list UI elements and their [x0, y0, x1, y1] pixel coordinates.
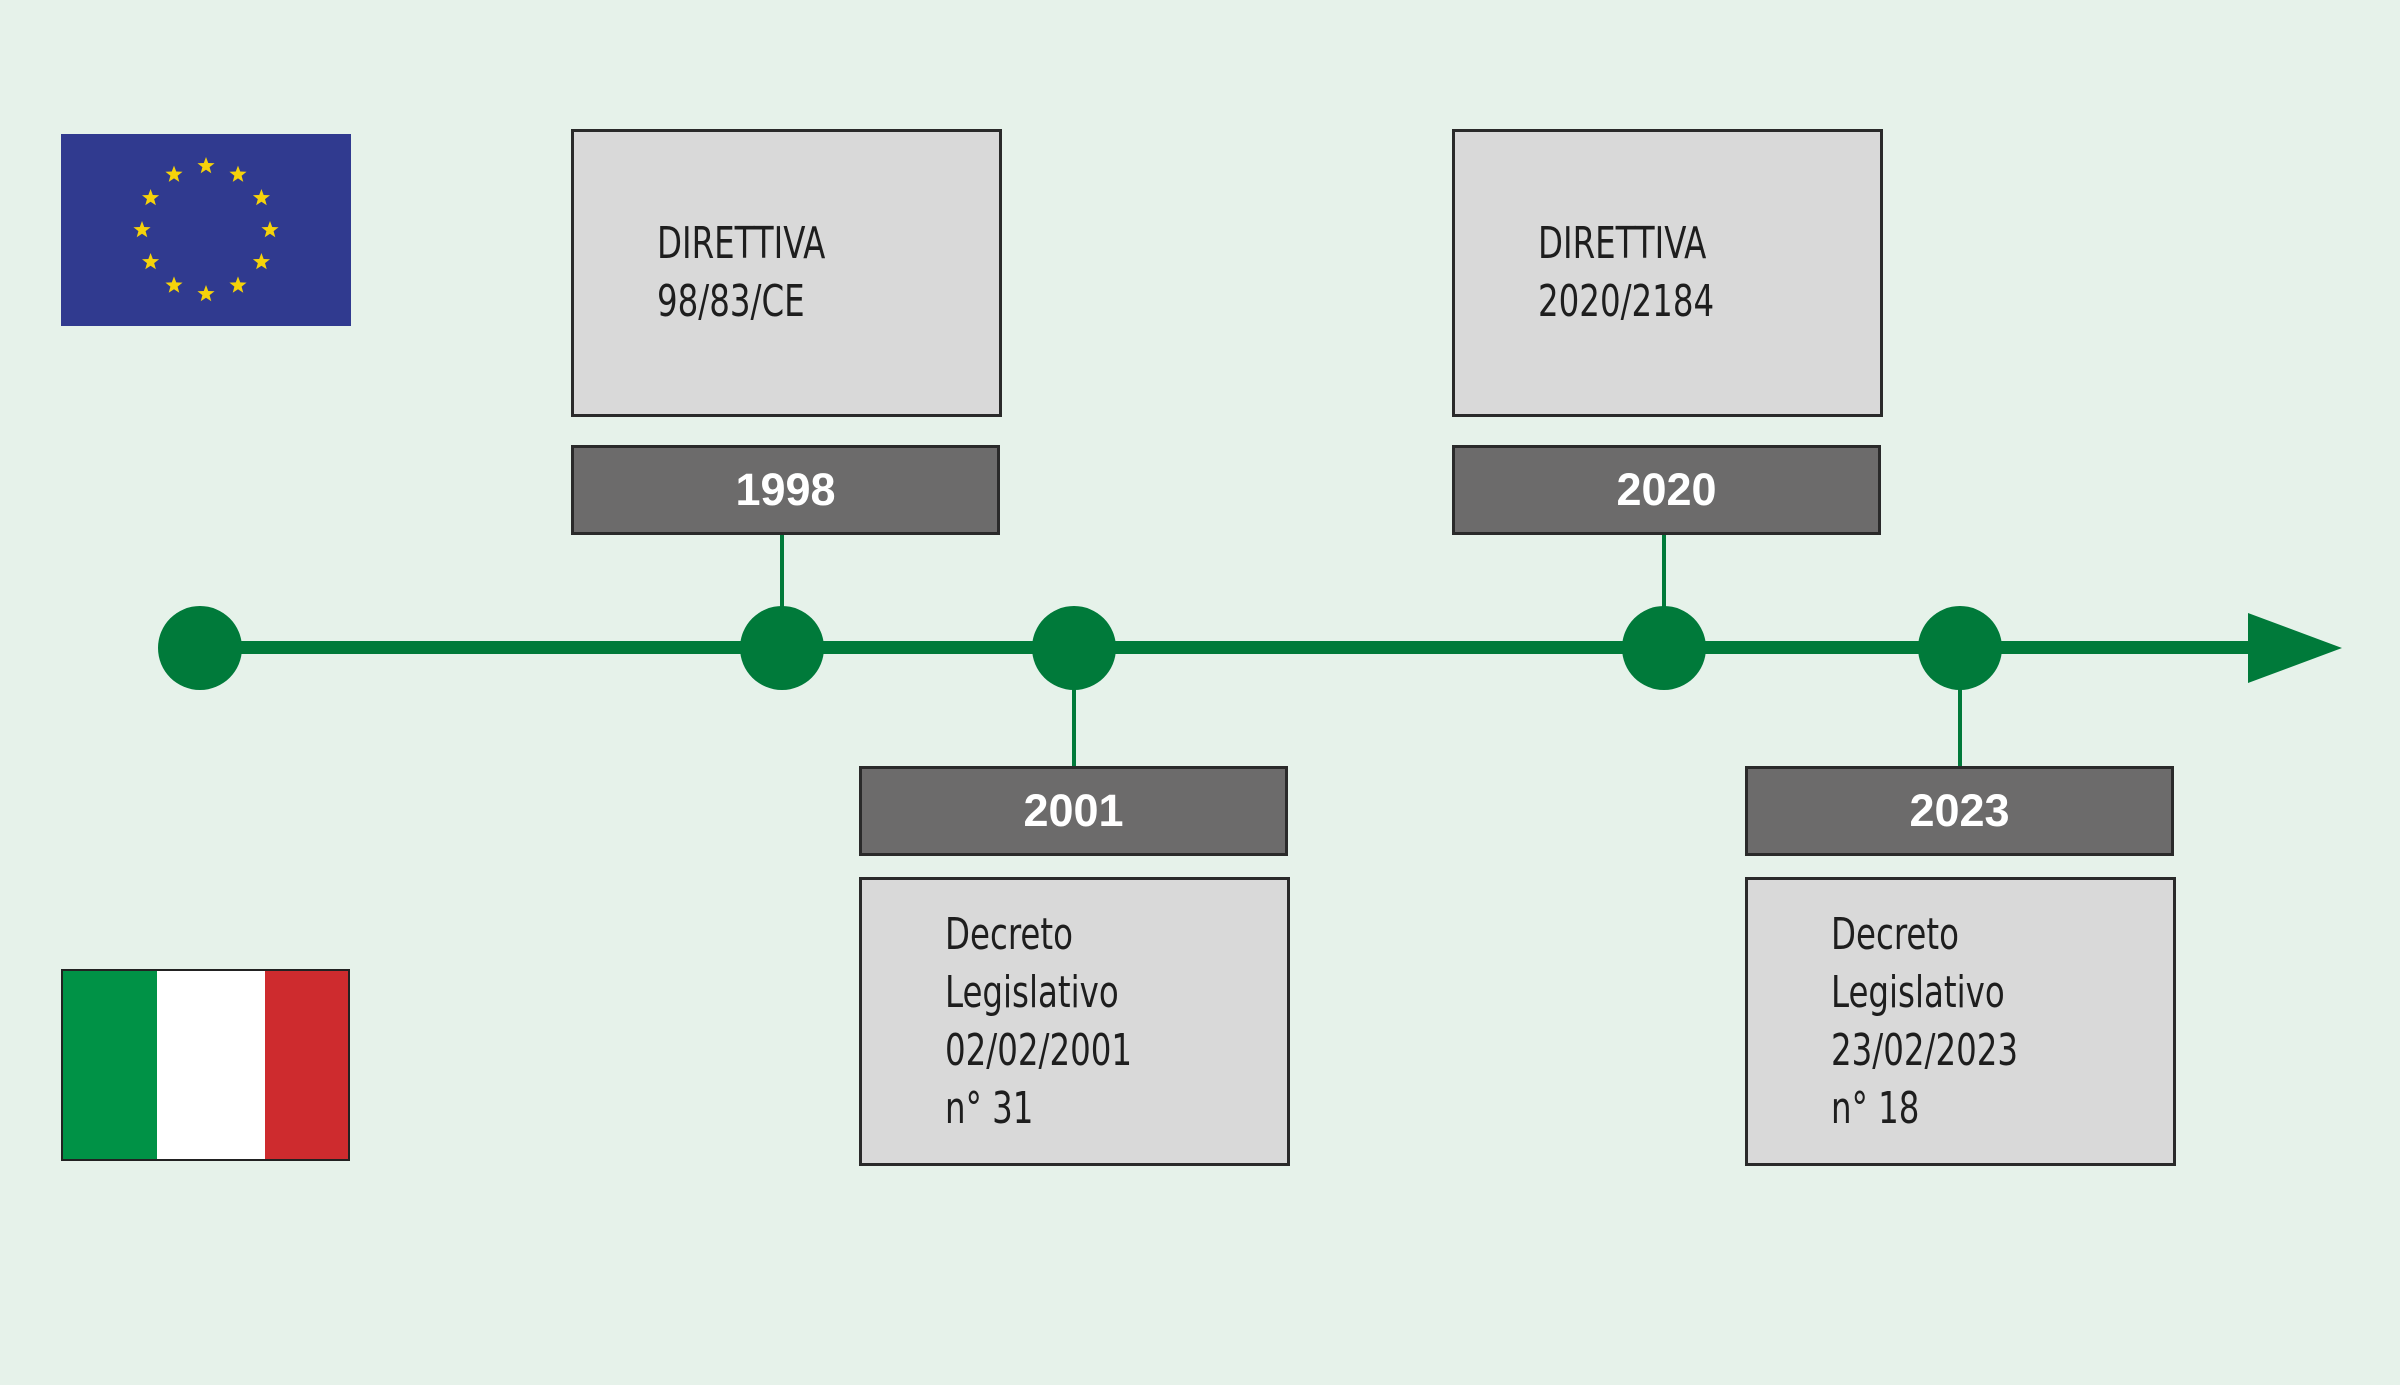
- eu-star-icon: [229, 165, 247, 182]
- event-2001-year: 2001: [1023, 785, 1124, 836]
- timeline-axis: [200, 641, 2260, 654]
- eu-star-icon: [197, 157, 215, 174]
- timeline-start-dot: [158, 606, 242, 690]
- eu-star-icon: [133, 221, 151, 238]
- event-2001-dot: [1032, 606, 1116, 690]
- eu-star-icon: [261, 221, 279, 238]
- eu-star-icon: [165, 276, 183, 293]
- event-2020-text-box: DIRETTIVA 2020/2184: [1452, 129, 1883, 417]
- event-2001-line-4: n° 31: [945, 1082, 1034, 1134]
- event-2020-year-box: 2020: [1452, 445, 1881, 535]
- eu-star-icon: [229, 276, 247, 293]
- event-2001-line-2: Legislativo: [945, 966, 1119, 1018]
- event-2020-dot: [1622, 606, 1706, 690]
- event-2001-connector: [1072, 680, 1076, 766]
- eu-star-icon: [142, 253, 160, 270]
- event-2020-year: 2020: [1616, 464, 1717, 515]
- event-1998-line-2: 98/83/CE: [657, 276, 805, 327]
- event-1998-year: 1998: [735, 464, 836, 515]
- event-1998-year-box: 1998: [571, 445, 1000, 535]
- event-2020-line-1: DIRETTIVA: [1538, 218, 1707, 269]
- eu-star-icon: [165, 165, 183, 182]
- italy-flag-icon: [61, 969, 350, 1161]
- event-2001-text-box: Decreto Legislativo 02/02/2001 n° 31: [859, 877, 1290, 1166]
- italy-flag-green-band: [63, 971, 157, 1159]
- event-2020-connector: [1662, 535, 1666, 615]
- event-2023-dot: [1918, 606, 2002, 690]
- event-1998-connector: [780, 535, 784, 615]
- event-2023-year: 2023: [1909, 785, 2010, 836]
- event-2023-text-box: Decreto Legislativo 23/02/2023 n° 18: [1745, 877, 2176, 1166]
- event-2023-connector: [1958, 680, 1962, 766]
- event-2001-line-3: 02/02/2001: [945, 1024, 1133, 1076]
- event-2023-line-3: 23/02/2023: [1831, 1024, 2019, 1076]
- event-2023-line-4: n° 18: [1831, 1082, 1920, 1134]
- italy-flag-white-band: [157, 971, 265, 1159]
- italy-flag-red-band: [265, 971, 348, 1159]
- eu-flag-icon: [61, 134, 351, 326]
- event-1998-text-box: DIRETTIVA 98/83/CE: [571, 129, 1002, 417]
- event-2001-line-1: Decreto: [945, 908, 1073, 960]
- eu-star-icon: [197, 285, 215, 302]
- eu-stars: [133, 157, 279, 302]
- event-2023-year-box: 2023: [1745, 766, 2174, 856]
- eu-star-icon: [252, 253, 270, 270]
- event-1998-dot: [740, 606, 824, 690]
- event-1998-line-1: DIRETTIVA: [657, 218, 826, 269]
- event-2001-year-box: 2001: [859, 766, 1288, 856]
- eu-star-icon: [142, 189, 160, 206]
- event-2023-line-2: Legislativo: [1831, 966, 2005, 1018]
- eu-star-icon: [252, 189, 270, 206]
- event-2023-line-1: Decreto: [1831, 908, 1959, 960]
- event-2020-line-2: 2020/2184: [1538, 276, 1715, 327]
- timeline-arrow-head: [2248, 613, 2342, 683]
